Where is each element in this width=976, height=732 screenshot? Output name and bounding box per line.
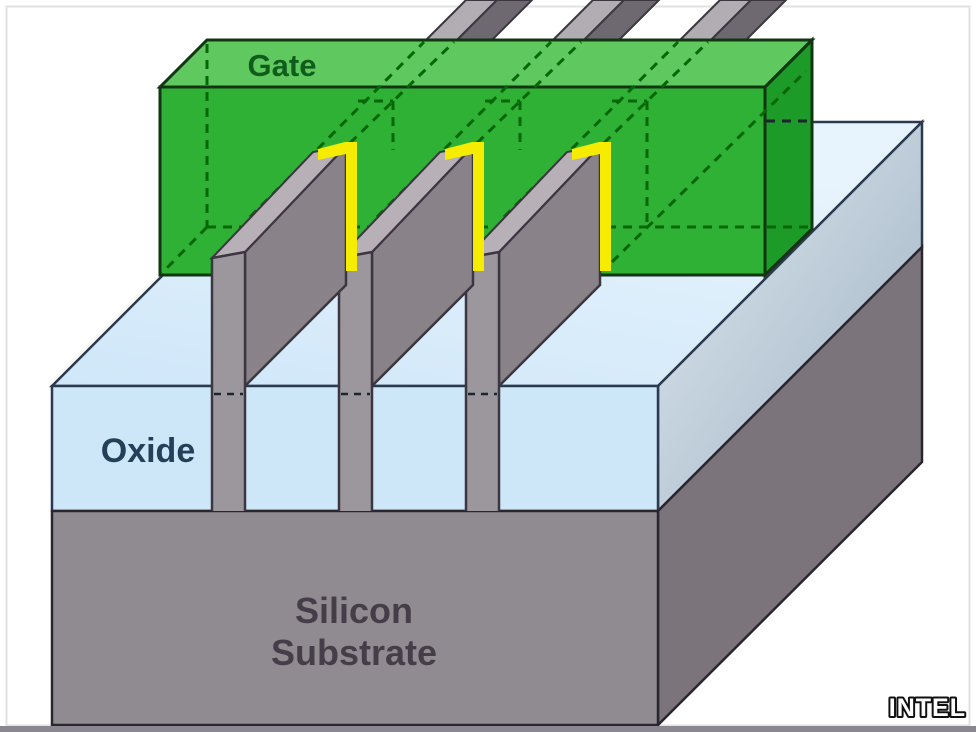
fin-3 [463,142,611,511]
substrate-front-face [52,511,658,725]
intel-watermark: INTEL [889,694,966,722]
fin-1-front-face [210,250,247,511]
fins-behind-gate [422,0,788,42]
fin-3-front-face [464,250,501,511]
substrate-label-line2: Substrate [271,632,437,673]
fin-2-hidden-right-top-edge [475,40,583,145]
fin-2-gate-highlight [445,142,484,271]
fin-1 [209,142,357,511]
fin-2 [336,142,484,511]
substrate-right-side-face [658,247,922,725]
substrate-label-line1: Silicon [295,590,413,631]
gate-front-outline [158,85,767,277]
gate-outlines [156,36,816,279]
bottom-border-strip [0,726,976,732]
fin-1-gate-highlight [318,142,357,271]
fin-3-hidden-oxide-intersection-edge [610,69,808,264]
oxide-label: Oxide [101,432,195,470]
gate-hidden-bottom-left-corner-edge [160,225,209,275]
gate-top-face [160,40,812,87]
fin-3-gate-highlight [572,142,611,271]
fin-3-hidden-right-top-edge [602,40,710,145]
gate-label: Gate [248,48,317,83]
fin-1-hidden-right-top-edge [348,40,456,145]
gate-hidden-edges [160,40,810,275]
substrate-front-outline [50,509,660,727]
fin-2-front-face [337,250,374,511]
